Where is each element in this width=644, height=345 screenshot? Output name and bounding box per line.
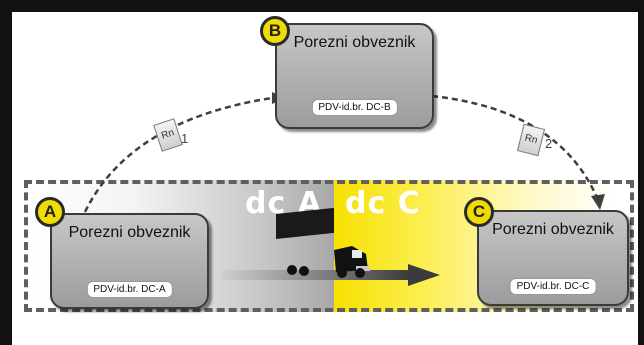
vat-id-label-a: PDV-id.br. DC-A — [86, 281, 173, 298]
region-border — [24, 180, 634, 312]
dashed-arrow-b-to-c — [431, 94, 600, 201]
region-label-dc-c: dc C — [345, 186, 421, 221]
badge-c: C — [464, 197, 494, 227]
invoice-number-1: 1 — [181, 131, 189, 146]
vat-id-label-c: PDV-id.br. DC-C — [509, 278, 597, 295]
taxpayer-box-b: Porezni obveznik PDV-id.br. DC-B — [275, 23, 434, 129]
dashed-arrow-a-to-b — [83, 96, 273, 213]
badge-b: B — [260, 16, 290, 46]
invoice-number-2: 2 — [545, 136, 553, 151]
taxpayer-box-c: Porezni obveznik PDV-id.br. DC-C — [477, 210, 629, 306]
taxpayer-title-c: Porezni obveznik — [492, 221, 614, 238]
taxpayer-title-b: Porezni obveznik — [293, 34, 416, 51]
vat-id-label-b: PDV-id.br. DC-B — [311, 99, 398, 116]
badge-a: A — [35, 197, 65, 227]
flow-arrow-icon — [222, 264, 440, 286]
arrow-head-c-icon — [591, 194, 605, 210]
taxpayer-title-a: Porezni obveznik — [68, 224, 191, 241]
taxpayer-box-a: Porezni obveznik PDV-id.br. DC-A — [50, 213, 209, 309]
truck-icon — [276, 207, 370, 278]
